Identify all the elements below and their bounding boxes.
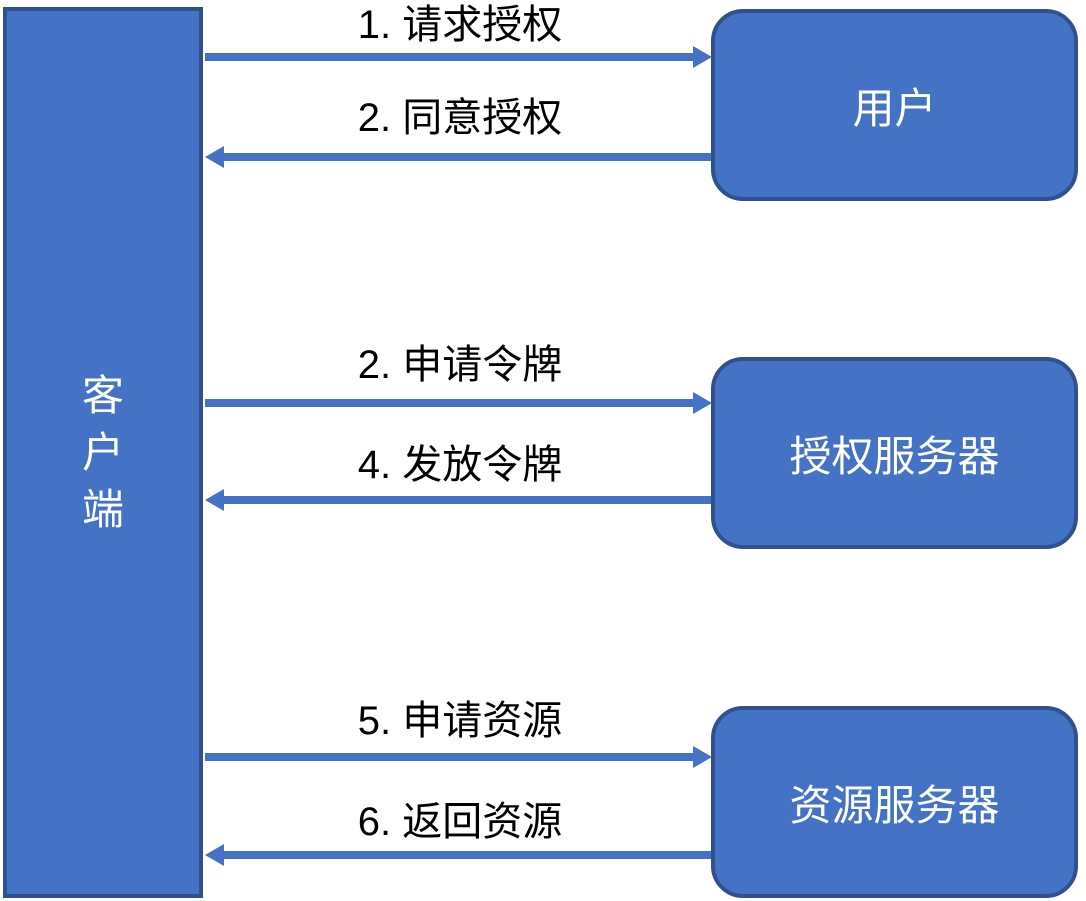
arrowhead-left-icon <box>205 489 224 511</box>
arrow-label-grant-auth: 2. 同意授权 <box>357 96 563 140</box>
arrow-line-request-auth <box>205 53 695 61</box>
user-node-label: 用户 <box>852 84 937 132</box>
arrow-label-request-resource: 5. 申请资源 <box>357 699 563 743</box>
arrowhead-right-icon <box>693 392 712 414</box>
arrowhead-right-icon <box>693 746 712 768</box>
auth-server-node: 授权服务器 <box>711 357 1078 549</box>
arrow-line-issue-token <box>222 496 711 504</box>
resource-server-node: 资源服务器 <box>711 706 1078 898</box>
arrow-label-apply-token: 2. 申请令牌 <box>357 343 563 387</box>
arrowhead-left-icon <box>205 844 224 866</box>
arrowhead-right-icon <box>693 46 712 68</box>
client-node-label: 客户端 <box>81 372 124 533</box>
arrow-label-request-auth: 1. 请求授权 <box>357 3 563 47</box>
resource-server-node-label: 资源服务器 <box>789 781 1000 829</box>
arrow-line-request-resource <box>205 753 695 761</box>
auth-server-node-label: 授权服务器 <box>789 432 1000 480</box>
arrow-line-return-resource <box>222 851 711 859</box>
arrow-label-return-resource: 6. 返回资源 <box>357 800 563 844</box>
client-node: 客户端 <box>3 7 203 898</box>
arrow-label-issue-token: 4. 发放令牌 <box>357 443 563 487</box>
arrow-line-grant-auth <box>222 153 711 161</box>
arrowhead-left-icon <box>205 146 224 168</box>
arrow-line-apply-token <box>205 399 695 407</box>
user-node: 用户 <box>711 9 1078 201</box>
